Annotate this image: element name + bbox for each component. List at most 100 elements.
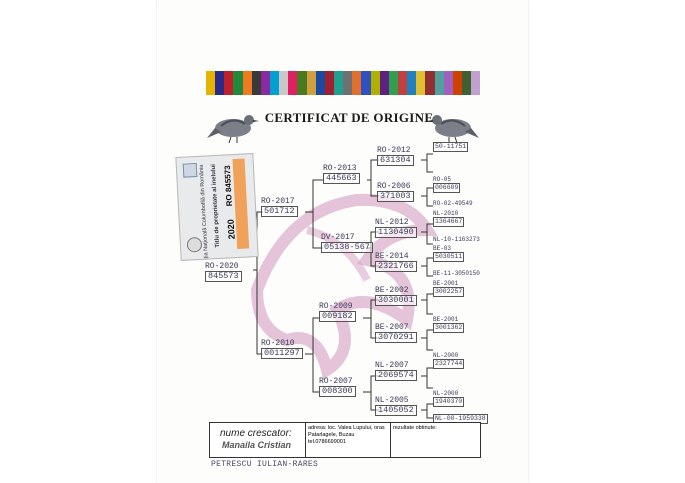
color-stripe [279,71,289,95]
node-label: RO-2017 [261,197,295,206]
node-number: 631304 [377,155,414,166]
pedigree-gg-grandparent: NL-2010 1364667 [433,210,465,227]
color-stripe [233,71,243,95]
color-stripe [333,71,344,95]
pedigree-great-grandparent: BE-2002 3030001 [375,286,417,306]
results-cell: rezultate obtinute: [391,423,480,457]
color-stripe [206,71,216,95]
node-label: BE-11-3050150 [433,270,480,277]
pedigree-dam: RO-2010 0011297 [261,339,303,359]
breeder-cell: nume crescator: Manaila Cristian [210,423,306,457]
node-number: 3001362 [433,323,465,333]
pedigree-grandparent: RO-2013 445663 [323,164,360,184]
color-stripe [370,71,380,95]
node-number: 845573 [205,271,242,282]
pedigree-great-grandparent: NL-2012 1130490 [375,218,417,238]
color-stripe [297,71,307,95]
node-number: 1405052 [375,405,417,416]
pedigree-gg-grandparent: RO-02-49549 [433,200,473,207]
pigeon-left-icon [207,115,259,144]
node-number: 2069574 [375,370,417,381]
pedigree-grandparent: DV-2017 05138-567 [321,233,373,253]
pedigree-gg-grandparent: 50-11751 [433,142,469,152]
node-number: 3070291 [375,332,417,343]
color-stripe [452,71,462,95]
page-title: CERTIFICAT DE ORIGINE [264,110,434,125]
node-label: RO-2012 [377,146,411,155]
pigeon-right-icon [427,115,479,144]
color-stripe [425,71,435,95]
color-stripe [434,71,444,95]
pedigree-great-grandparent: NL-2005 1405052 [375,396,417,416]
color-stripe [397,71,408,95]
node-number: 1940370 [433,397,465,407]
pedigree-grandparent: RO-2009 009182 [319,302,356,322]
pedigree-sire: RO-2017 501712 [261,197,298,217]
node-number: 371003 [377,191,414,202]
node-label: RO-05 [433,176,452,183]
color-stripe [379,71,389,95]
node-number: 50-11751 [433,142,469,152]
color-stripe [215,71,225,95]
node-number: 0011297 [261,348,303,359]
node-label: RO-2006 [377,182,411,191]
color-stripe [352,71,362,95]
color-stripe [416,71,426,95]
node-number: 2321766 [375,261,417,272]
node-label: RO-2010 [261,339,295,348]
seal-icon [186,236,203,253]
node-label: NL-2012 [375,218,409,227]
color-stripe [361,71,371,95]
node-number: 05138-567 [321,242,373,253]
address-text: adresa: loc. Valea Lupului, oras Patarla… [308,425,385,438]
node-label: NL-2010 [433,210,459,217]
node-label: NL-2007 [375,361,409,370]
pedigree-gg-grandparent: BE-2001 3002257 [433,280,465,297]
results-label: rezultate obtinute: [393,425,437,431]
pedigree-great-grandparent: BE-2007 3070291 [375,323,417,343]
node-number: 008300 [319,386,356,397]
node-number: 1130490 [375,227,417,238]
node-number: 5030511 [433,252,465,262]
breeder-label: nume crescator: [220,428,292,439]
node-number: 2327744 [433,359,465,369]
node-label: NL-2005 [375,396,409,405]
pedigree-gg-grandparent: BE-2001 3001362 [433,316,465,333]
node-label: NL-2000 [433,352,459,359]
node-label: NL-10-1163273 [433,236,480,243]
node-label: NL-2000 [433,390,459,397]
pedigree-brackets [253,153,433,419]
color-stripe-band [206,71,481,95]
pedigree-gg-grandparent: RO-05 006609 [433,176,461,193]
card-title: Titlu de proprietate al inelului [210,163,222,248]
pedigree-gg-grandparent: NL-2000 1940370 [433,390,465,407]
color-stripe [407,71,417,95]
node-label: DV-2017 [321,233,355,242]
node-number: 3002257 [433,287,465,297]
breeder-name: Manaila Cristian [222,440,292,450]
phone-text: tel.0786699001 [308,439,346,445]
pedigree-great-grandparent: RO-2006 371003 [377,182,414,202]
node-label: RO-2013 [323,164,357,173]
node-label: RO-2020 [205,262,239,271]
color-stripe [343,71,353,95]
pedigree-gg-grandparent: BE-03 5030511 [433,245,465,262]
color-stripe [388,71,398,95]
pedigree-great-grandparent: NL-2007 2069574 [375,361,417,381]
pedigree-gg-grandparent: NL-2000 2327744 [433,352,465,369]
pedigree-great-grandparent: BE-2014 2321766 [375,252,417,272]
color-stripe [306,71,316,95]
color-stripe [324,71,334,95]
color-stripe [269,71,280,95]
color-stripe [224,71,234,95]
node-number: 1364667 [433,217,465,227]
node-number: 445663 [323,173,360,184]
node-label: RO-2007 [319,377,353,386]
pedigree-grandparent: RO-2007 008300 [319,377,356,397]
node-number: 006609 [433,183,461,193]
card-year: 2020 [225,219,237,240]
node-label: BE-03 [433,245,452,252]
pedigree-gg-grandparent: NL-10-1163273 [433,236,480,243]
node-label: BE-2014 [375,252,409,261]
breeder-info-table: nume crescator: Manaila Cristian adresa:… [209,422,481,458]
